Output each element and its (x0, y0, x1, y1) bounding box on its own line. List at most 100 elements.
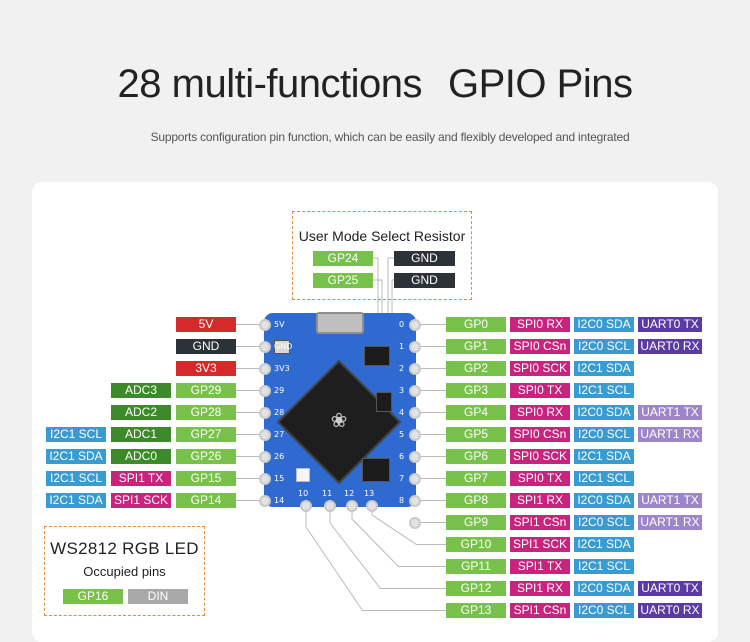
right-pin-label-i2c0-sda-12: I2C0 SDA (574, 581, 634, 596)
board-silk-left-5: 27 (274, 430, 285, 439)
left-pin-label-i2c1-sda-6: I2C1 SDA (46, 449, 106, 464)
board-pad-right-0 (409, 319, 421, 331)
board-pad-left-7 (259, 473, 271, 485)
board-pad-right-2 (409, 363, 421, 375)
left-pin-label-3v3-2: 3V3 (176, 361, 236, 376)
page-title: 28 multi-functions GPIO Pins (0, 62, 750, 107)
right-pin-label-i2c1-sda-10: I2C1 SDA (574, 537, 634, 552)
raspberry-logo-icon: ❀ (330, 410, 348, 432)
board-silk-right-5: 5 (399, 430, 405, 439)
right-pin-label-i2c0-scl-1: I2C0 SCL (574, 339, 634, 354)
wire-right-11 (351, 505, 446, 567)
right-pin-label-gp6-6: GP6 (446, 449, 506, 464)
board-pad-left-1 (259, 341, 271, 353)
board-silk-left-3: 29 (274, 386, 285, 395)
right-pin-label-spi1-csn-13: SPI1 CSn (510, 603, 570, 618)
right-pin-label-uart1-tx-8: UART1 TX (638, 493, 702, 508)
board-silk-left-8: 14 (274, 496, 285, 505)
board-silk-left-0: 5V (274, 320, 285, 329)
board-pad-right-3 (409, 385, 421, 397)
left-pin-label-gp14-8: GP14 (176, 493, 236, 508)
right-pin-label-spi0-rx-4: SPI0 RX (510, 405, 570, 420)
left-pin-label-gnd-1: GND (176, 339, 236, 354)
board-silk-right-2: 2 (399, 364, 405, 373)
board-pad-right-4 (409, 407, 421, 419)
board-silk-right-0: 0 (399, 320, 405, 329)
board-pad-left-3 (259, 385, 271, 397)
board-pad-bottom-1 (346, 500, 358, 512)
right-pin-label-spi0-sck-2: SPI0 SCK (510, 361, 570, 376)
right-pin-label-spi0-csn-5: SPI0 CSn (510, 427, 570, 442)
right-pin-label-spi1-rx-8: SPI1 RX (510, 493, 570, 508)
right-pin-label-gp13-13: GP13 (446, 603, 506, 618)
right-pin-label-gp12-12: GP12 (446, 581, 506, 596)
right-pin-label-i2c0-scl-5: I2C0 SCL (574, 427, 634, 442)
title-part-2: GPIO Pins (448, 62, 633, 106)
right-pin-label-spi0-tx-3: SPI0 TX (510, 383, 570, 398)
left-pin-label-gp26-6: GP26 (176, 449, 236, 464)
mode-select-title: User Mode Select Resistor (298, 228, 466, 244)
left-pin-label-gp27-5: GP27 (176, 427, 236, 442)
mode-select-box: User Mode Select Resistor (292, 211, 472, 300)
right-pin-label-i2c0-sda-8: I2C0 SDA (574, 493, 634, 508)
board-silk-bottom-1: 12 (344, 489, 355, 498)
board-silk-left-1: GND (274, 342, 293, 351)
right-pin-label-i2c1-scl-3: I2C1 SCL (574, 383, 634, 398)
right-pin-label-gp8-8: GP8 (446, 493, 506, 508)
right-pin-label-gp0-0: GP0 (446, 317, 506, 332)
left-pin-label-i2c1-sda-8: I2C1 SDA (46, 493, 106, 508)
right-pin-label-spi1-tx-11: SPI1 TX (510, 559, 570, 574)
mode-label-gnd-2: GND (394, 273, 455, 288)
left-pin-label-i2c1-scl-7: I2C1 SCL (46, 471, 106, 486)
left-pin-label-adc3-3: ADC3 (111, 383, 171, 398)
crystal (362, 458, 390, 482)
board-pad-bottom-2 (324, 500, 336, 512)
wire-right-12 (329, 505, 446, 589)
right-pin-label-spi0-csn-1: SPI0 CSn (510, 339, 570, 354)
board-pad-bottom-3 (300, 500, 312, 512)
board-silk-right-7: 7 (399, 474, 405, 483)
board-silk-bottom-2: 11 (322, 489, 333, 498)
right-pin-label-gp3-3: GP3 (446, 383, 506, 398)
board-pad-left-6 (259, 451, 271, 463)
board-silk-left-4: 28 (274, 408, 285, 417)
voltage-regulator (376, 392, 392, 412)
board-pad-right-7 (409, 473, 421, 485)
board-pad-left-8 (259, 495, 271, 507)
board-pad-bottom-0 (366, 500, 378, 512)
usb-c-connector (316, 312, 364, 334)
led-box-title: WS2812 RGB LED (50, 539, 199, 558)
right-pin-label-i2c0-sda-4: I2C0 SDA (574, 405, 634, 420)
board-silk-bottom-0: 13 (364, 489, 375, 498)
right-pin-label-spi0-rx-0: SPI0 RX (510, 317, 570, 332)
rgb-led (296, 468, 310, 482)
boot-button (274, 340, 290, 354)
right-pin-label-i2c1-sda-2: I2C1 SDA (574, 361, 634, 376)
wire-mode-gp25 (373, 279, 383, 313)
right-pin-label-uart0-rx-13: UART0 RX (638, 603, 702, 618)
right-pin-label-gp7-7: GP7 (446, 471, 506, 486)
right-pin-label-spi0-sck-6: SPI0 SCK (510, 449, 570, 464)
board-silk-right-8: 8 (399, 496, 405, 505)
mode-label-gp25: GP25 (313, 273, 373, 288)
right-pin-label-i2c1-scl-11: I2C1 SCL (574, 559, 634, 574)
wire-mode-gnd2 (391, 279, 394, 313)
led-box: WS2812 RGB LED Occupied pins (44, 526, 205, 616)
board-pad-right-8 (409, 495, 421, 507)
right-pin-label-spi0-tx-7: SPI0 TX (510, 471, 570, 486)
board-silk-right-1: 1 (399, 342, 405, 351)
right-pin-label-spi1-sck-10: SPI1 SCK (510, 537, 570, 552)
board-silk-bottom-3: 10 (298, 489, 309, 498)
wire-mode-gp24 (373, 257, 379, 313)
right-pin-label-gp10-10: GP10 (446, 537, 506, 552)
right-pin-label-uart1-rx-9: UART1 RX (638, 515, 702, 530)
left-pin-label-gp15-7: GP15 (176, 471, 236, 486)
board-silk-right-9: 9 (399, 518, 405, 527)
board-silk-right-3: 3 (399, 386, 405, 395)
mode-label-gp24: GP24 (313, 251, 373, 266)
left-pin-label-i2c1-scl-5: I2C1 SCL (46, 427, 106, 442)
right-pin-label-i2c0-scl-13: I2C0 SCL (574, 603, 634, 618)
left-pin-label-spi1-tx-7: SPI1 TX (111, 471, 171, 486)
board-pad-right-6 (409, 451, 421, 463)
right-pin-label-uart0-tx-0: UART0 TX (638, 317, 702, 332)
